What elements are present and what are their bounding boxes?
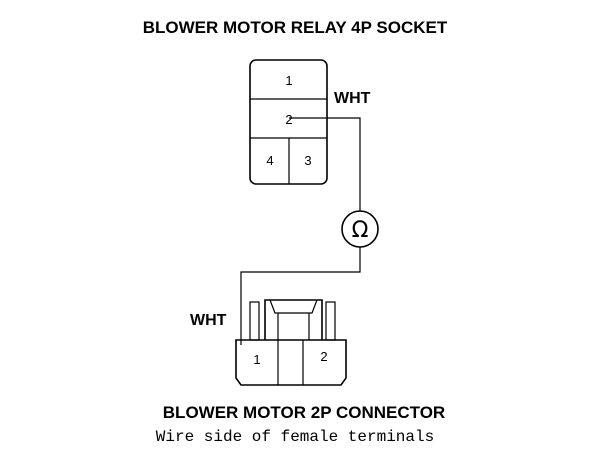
relay-pin-2: 2 [285, 112, 292, 127]
connector-post-left [249, 301, 260, 341]
wire-meter-to-connector [240, 247, 361, 345]
motor-connector-title: BLOWER MOTOR 2P CONNECTOR [163, 403, 445, 422]
motor-connector: 1 2 [235, 299, 347, 386]
relay-socket-title: BLOWER MOTOR RELAY 4P SOCKET [143, 18, 448, 37]
wire-relay-to-meter [289, 117, 361, 211]
ohm-icon: Ω [352, 218, 369, 243]
connector-latch-sides [277, 313, 310, 340]
connector-wire-label: WHT [190, 312, 227, 329]
connector-lock-outer [264, 299, 323, 340]
connector-pin-1: 1 [253, 352, 260, 367]
relay-socket: 1 2 4 3 [249, 59, 328, 185]
connector-body [235, 339, 347, 386]
connector-pin-2: 2 [320, 349, 327, 364]
relay-pin-4: 4 [266, 153, 273, 168]
connector-post-right [325, 301, 336, 341]
ohmmeter: Ω [341, 210, 379, 248]
motor-connector-subtitle: Wire side of female terminals [156, 428, 434, 446]
connector-lock-ramp [269, 299, 318, 314]
relay-pin-1: 1 [285, 73, 292, 88]
relay-pin-3: 3 [304, 153, 311, 168]
relay-wire-label: WHT [334, 90, 371, 107]
